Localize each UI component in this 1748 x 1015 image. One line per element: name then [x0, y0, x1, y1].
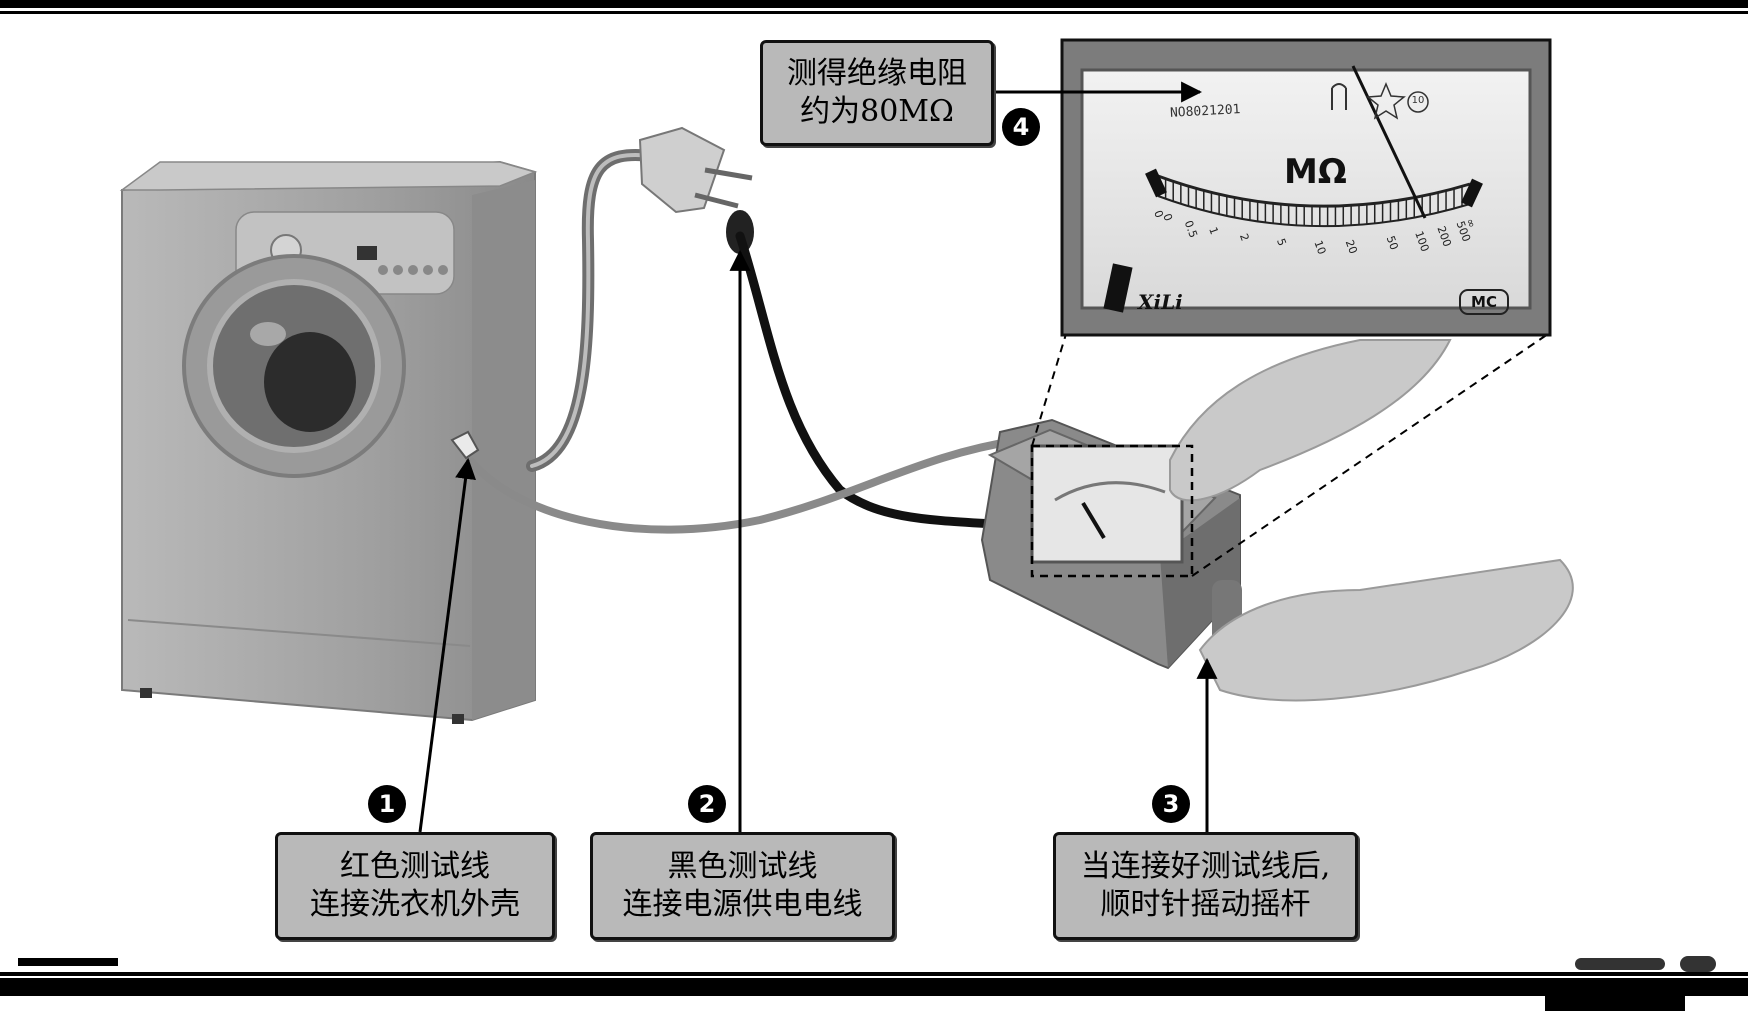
bottom-bar [0, 978, 1748, 996]
meter-needle-icon [1351, 65, 1427, 219]
callout-step-2: 黑色测试线 连接电源供电电线 [590, 832, 895, 940]
red-test-lead [466, 436, 1024, 534]
scale-label: 0 [1160, 212, 1175, 223]
footer-mark [18, 958, 118, 966]
top-thin-bar [0, 11, 1748, 14]
meter-cert-mark: MC [1471, 293, 1497, 311]
meter-face-small [1030, 444, 1184, 564]
meter-unit-label: MΩ [1284, 152, 1347, 192]
footer-logo [1575, 958, 1665, 970]
scale-label: 10 [1311, 239, 1328, 257]
scale-label: 0.5 [1182, 219, 1200, 240]
power-cord [526, 149, 658, 472]
magnet-icon [1331, 83, 1347, 110]
hands [1169, 339, 1574, 702]
callout-step-4-line2: 约为80MΩ [800, 94, 954, 129]
footer-block [1545, 996, 1685, 1011]
callout-step-1-line2: 连接洗衣机外壳 [310, 887, 520, 922]
scale-label: 0 [1151, 209, 1166, 220]
scale-label: 1 [1206, 225, 1221, 236]
step-4-badge: 4 [1002, 108, 1040, 146]
zoom-frame-small [1030, 444, 1194, 578]
star-icon [1366, 82, 1406, 120]
scale-label: 5 [1274, 237, 1289, 248]
callout-step-1-line1: 红色测试线 [340, 849, 490, 884]
callout-step-3-line1: 当连接好测试线后, [1080, 849, 1331, 884]
scale-label: 50 [1384, 234, 1401, 252]
black-test-lead [735, 231, 1015, 530]
power-plug-icon [638, 126, 754, 254]
callout-step-3: 当连接好测试线后, 顺时针摇动摇杆 [1053, 832, 1358, 940]
washing-machine [119, 160, 538, 724]
red-clip-icon [450, 430, 480, 460]
small-needle-icon [1081, 501, 1106, 540]
scale-label: ∞ [1463, 217, 1478, 230]
step-2-badge: 2 [688, 785, 726, 823]
meter-circle-mark: 10 [1411, 95, 1425, 106]
scale-label: 2 [1237, 232, 1252, 243]
callout-step-2-line2: 连接电源供电电线 [622, 887, 863, 922]
drum-icon [264, 332, 356, 432]
step-1-badge: 1 [368, 785, 406, 823]
meter-brand: XiLi [1138, 290, 1183, 314]
callout-step-4: 测得绝缘电阻 约为80MΩ [760, 40, 994, 146]
callout-step-2-line1: 黑色测试线 [667, 849, 818, 884]
meter-zoom-panel [1060, 38, 1552, 337]
display-icon [357, 246, 377, 260]
step-3-badge: 3 [1152, 785, 1190, 823]
bottom-thin-bar [0, 972, 1748, 976]
callout-step-4-line1: 测得绝缘电阻 [787, 56, 967, 91]
arrow-step-1 [418, 457, 476, 833]
footer-logo-2 [1680, 956, 1716, 972]
top-bar [0, 0, 1748, 8]
scale-label: 20 [1343, 238, 1360, 256]
callout-step-1: 红色测试线 连接洗衣机外壳 [275, 832, 555, 940]
callout-step-3-line2: 顺时针摇动摇杆 [1100, 887, 1311, 922]
